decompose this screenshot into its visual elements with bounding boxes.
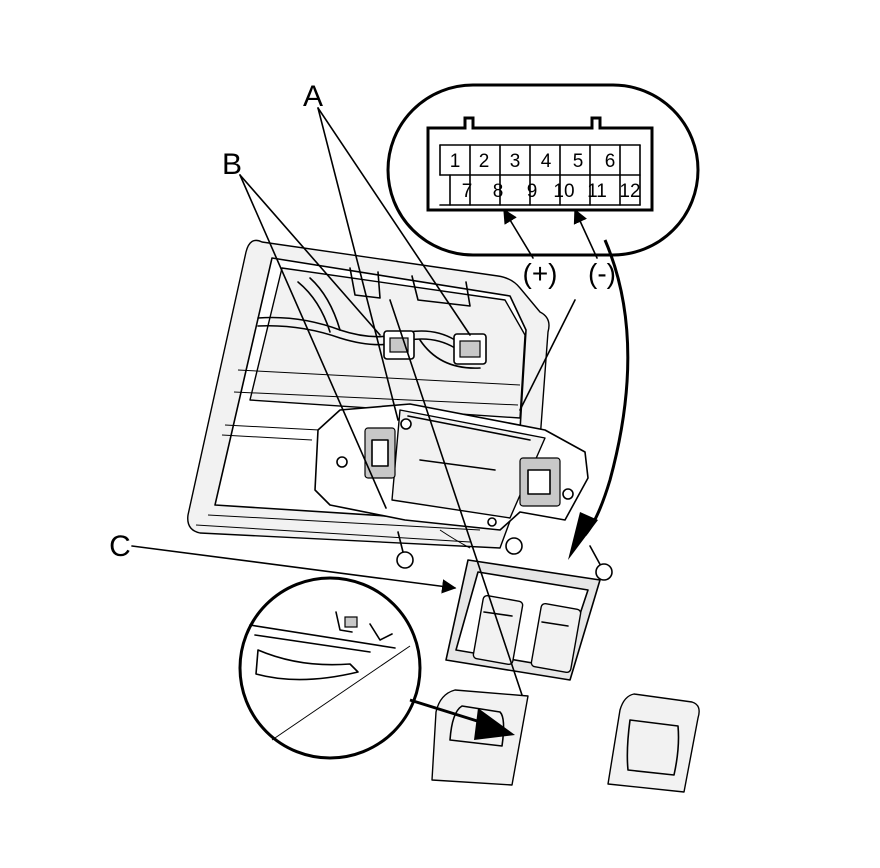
pin-6: 6 [605, 151, 616, 172]
switch-panel-c [445, 559, 601, 681]
lamp-bracket [314, 403, 589, 531]
connector-inset: 1 2 3 4 5 6 7 8 9 10 11 12 (+) (-) [386, 83, 700, 289]
pin-1: 1 [450, 151, 461, 172]
callout-b: B [222, 148, 242, 181]
pin-5: 5 [573, 151, 584, 172]
screws [396, 531, 613, 581]
positive-label: (+) [523, 258, 558, 289]
big-arrow-head-2 [474, 708, 515, 740]
pin-11: 11 [587, 181, 607, 202]
negative-label: (-) [588, 258, 616, 289]
pin-2: 2 [479, 151, 490, 172]
pry-detail-magnifier [238, 576, 422, 760]
pin-8: 8 [493, 181, 504, 202]
pin-10: 10 [553, 181, 574, 202]
pin-7: 7 [462, 181, 473, 202]
pin-12: 12 [619, 181, 640, 202]
leader-lines [131, 107, 630, 740]
pin-4: 4 [541, 151, 552, 172]
pin-9: 9 [527, 181, 538, 202]
callout-c: C [109, 530, 131, 563]
callout-a: A [303, 80, 323, 113]
big-arrow-head-1 [568, 512, 598, 560]
lens-cover-right [607, 693, 700, 793]
pin-3: 3 [510, 151, 521, 172]
